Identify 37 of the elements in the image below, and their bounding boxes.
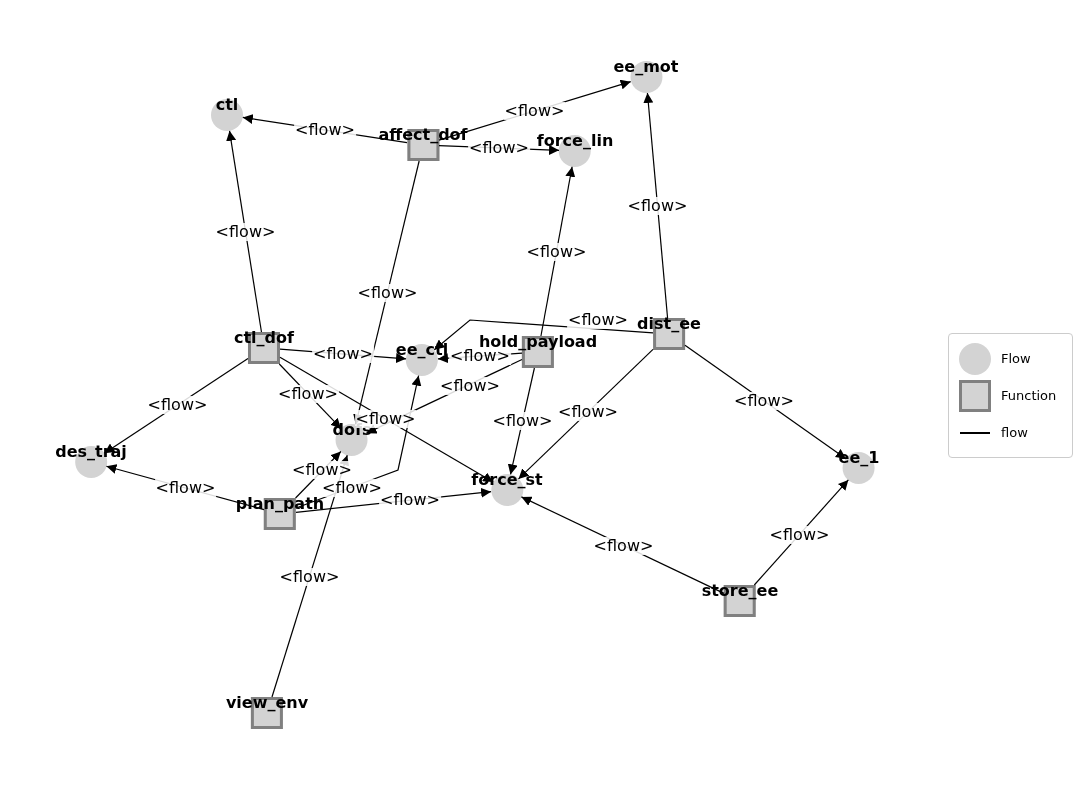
edge-label: <flow> (626, 196, 689, 215)
edge-label: <flow> (312, 345, 374, 363)
node-label: force_st (471, 470, 543, 490)
edge-label: <flow> (214, 222, 277, 241)
edge-label: <flow> (291, 461, 353, 479)
edge-label: <flow> (592, 536, 655, 555)
legend-label: Function (1001, 388, 1057, 403)
edge-label: <flow> (503, 102, 566, 120)
node-label: ctl (215, 95, 239, 115)
node-label: ee_mot (613, 57, 679, 77)
legend-label: flow (1001, 425, 1028, 440)
edge-label: <flow> (278, 567, 341, 586)
edge-label: <flow> (491, 412, 554, 430)
arrow (540, 166, 576, 337)
arrow (226, 130, 263, 333)
edge-label: <flow> (449, 347, 511, 365)
node-label: force_lin (536, 131, 614, 151)
edge-label: <flow> (356, 283, 419, 302)
legend-label: Flow (1001, 351, 1031, 366)
arrow (517, 348, 654, 480)
node-label: store_ee (701, 581, 779, 601)
edge-label: <flow> (768, 525, 831, 544)
node-label: ctl_dof (234, 328, 294, 348)
edge-label: <flow> (525, 242, 588, 261)
node-label: dist_ee (637, 314, 701, 334)
edge-label: <flow> (567, 311, 629, 329)
arrow (643, 92, 669, 319)
edge-label: <flow> (557, 403, 619, 421)
edge-label: <flow> (439, 377, 501, 395)
edge-label: <flow> (146, 396, 209, 414)
edge-label: <flow> (154, 479, 217, 497)
node-label: view_env (225, 693, 309, 713)
edge-label: <flow> (277, 385, 339, 403)
edge-label: <flow> (733, 392, 795, 410)
edge-label: <flow> (294, 121, 356, 139)
node-label: des_traj (55, 442, 127, 462)
edge-label: <flow> (321, 479, 383, 497)
